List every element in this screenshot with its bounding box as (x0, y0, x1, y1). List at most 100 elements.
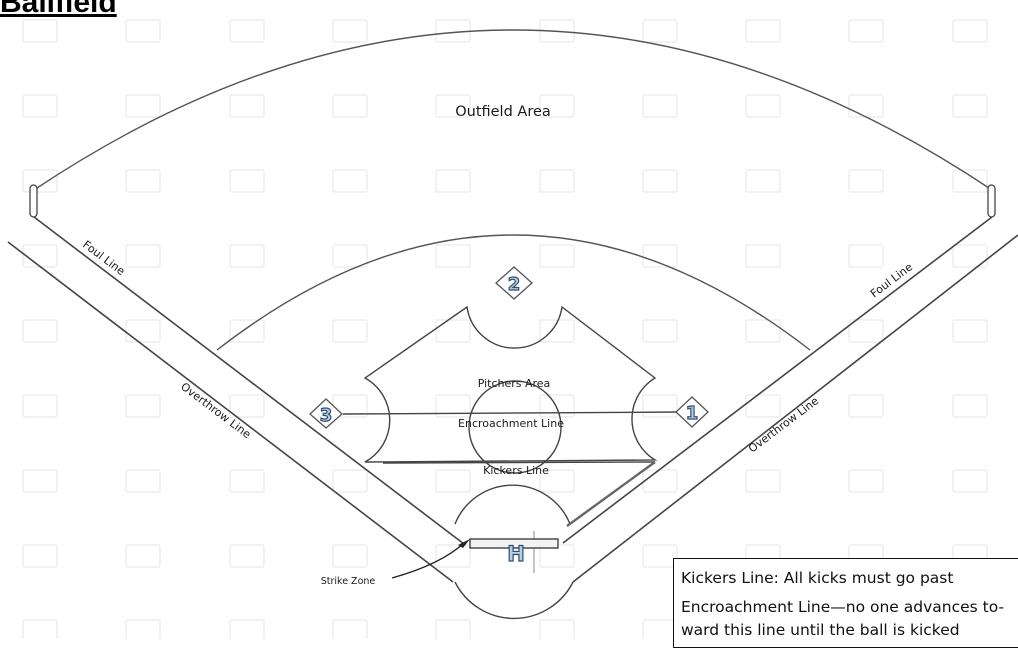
watermark-tile (642, 394, 678, 418)
watermark-tile (229, 19, 265, 43)
watermark-tile (435, 469, 471, 493)
strike-zone-arrowhead (458, 539, 470, 548)
watermark-tile (435, 244, 471, 268)
watermark-tile (332, 619, 368, 639)
watermark-tile (22, 544, 58, 568)
kickers-line-label: Kickers Line (483, 464, 549, 477)
watermark-tile (332, 469, 368, 493)
watermark-tile (125, 394, 161, 418)
right-foul-line-inner (562, 216, 993, 544)
left-overthrow-line-label: Overthrow Line (178, 380, 253, 441)
watermark-tile (22, 19, 58, 43)
watermark-tile (745, 169, 781, 193)
encroachment-line (342, 411, 683, 415)
watermark-tile (332, 169, 368, 193)
watermark-tile (229, 94, 265, 118)
kickers-line (382, 461, 656, 464)
strike-zone-bar (469, 538, 559, 549)
watermark-tile (125, 469, 161, 493)
left-foul-line-inner (33, 216, 465, 545)
watermark-tile (539, 169, 575, 193)
watermark-tile (745, 469, 781, 493)
right-overthrow-line-label: Overthrow Line (746, 394, 821, 455)
watermark-tile (229, 469, 265, 493)
watermark-tile (125, 19, 161, 43)
watermark-tile (229, 244, 265, 268)
watermark-tile (642, 94, 678, 118)
right-foul-line (572, 234, 1018, 583)
watermark-tile (745, 319, 781, 343)
watermark-tile (642, 469, 678, 493)
watermark-tile (435, 544, 471, 568)
watermark-tile (435, 169, 471, 193)
strike-zone-label: Strike Zone (321, 576, 376, 587)
pitchers-area-label: Pitchers Area (478, 377, 551, 390)
watermark-tile (745, 19, 781, 43)
watermark-tile (952, 169, 988, 193)
watermark-tile (229, 319, 265, 343)
watermark-tile (539, 394, 575, 418)
watermark-tile (539, 619, 575, 639)
third-base: 3 (309, 398, 343, 429)
encroachment-line-label: Encroachment Line (458, 417, 564, 430)
batters-circle (454, 581, 574, 620)
watermark-tile (539, 469, 575, 493)
third-base-label: 3 (320, 405, 333, 426)
watermark-tile (125, 244, 161, 268)
infield-arc (216, 234, 811, 351)
page-title: Ballfield (0, 0, 117, 19)
watermark-tile (332, 19, 368, 43)
kickers-line-rule: Kickers Line: All kicks must go past (681, 569, 954, 587)
watermark-tile (848, 94, 884, 118)
watermark-tile (22, 394, 58, 418)
watermark-tile (22, 94, 58, 118)
watermark-tile (952, 19, 988, 43)
watermark-tile (952, 244, 988, 268)
encroachment-rule-line2: ward this line until the ball is kicked (681, 621, 960, 639)
left-foul-line (7, 241, 454, 583)
watermark-layer (22, 19, 988, 639)
watermark-tile (435, 94, 471, 118)
watermark-tile (539, 94, 575, 118)
watermark-tile (952, 469, 988, 493)
watermark-tile (125, 544, 161, 568)
rules-legend-box: Kickers Line: All kicks must go past Enc… (673, 558, 1018, 648)
strike-zone-callout (391, 541, 466, 579)
watermark-tile (125, 619, 161, 639)
home-plate-arc (454, 484, 571, 525)
watermark-tile (642, 544, 678, 568)
watermark-tile (848, 169, 884, 193)
watermark-tile (229, 544, 265, 568)
watermark-tile (22, 319, 58, 343)
watermark-tile (642, 319, 678, 343)
watermark-tile (745, 244, 781, 268)
encroachment-rule-line1: Encroachment Line—no one advances to- (681, 598, 1005, 616)
left-foul-pole (29, 184, 38, 218)
watermark-tile (848, 244, 884, 268)
watermark-tile (332, 94, 368, 118)
watermark-tile (435, 319, 471, 343)
outfield-fence-arc (33, 29, 993, 191)
watermark-tile (125, 94, 161, 118)
watermark-tile (642, 19, 678, 43)
watermark-tile (125, 319, 161, 343)
right-foul-pole (987, 184, 996, 218)
second-base: 2 (495, 266, 533, 300)
first-base: 1 (675, 396, 709, 428)
watermark-tile (952, 319, 988, 343)
watermark-tile (539, 319, 575, 343)
home-side-line (566, 461, 656, 527)
watermark-tile (22, 619, 58, 639)
watermark-tile (642, 619, 678, 639)
watermark-tile (745, 94, 781, 118)
watermark-tile (435, 394, 471, 418)
first-base-label: 1 (686, 403, 699, 424)
watermark-tile (229, 394, 265, 418)
watermark-tile (332, 244, 368, 268)
watermark-tile (435, 619, 471, 639)
watermark-tile (848, 469, 884, 493)
watermark-tile (539, 244, 575, 268)
watermark-tile (229, 169, 265, 193)
outfield-area-label: Outfield Area (455, 104, 551, 120)
